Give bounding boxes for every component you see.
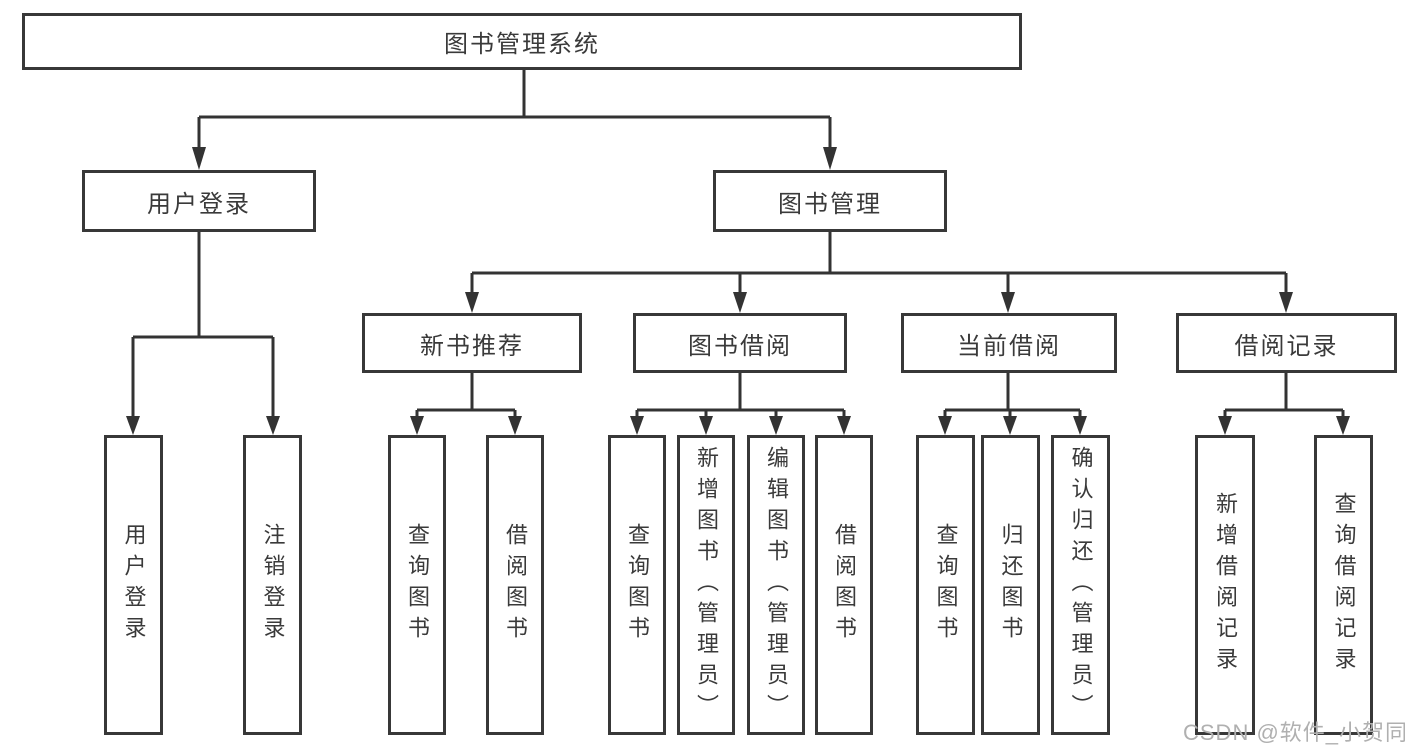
leaf-logout-label: 注销登录	[260, 523, 286, 647]
leaf-add-borrow-record: 新增借阅记录	[1195, 435, 1255, 735]
leaf-user-login-label: 用户登录	[121, 523, 147, 647]
leaf-edit-books-admin: 编辑图书（管理员）	[747, 435, 805, 735]
leaf-add-borrow-record-label: 新增借阅记录	[1213, 492, 1238, 678]
leaf-borrow-books-borrowing: 借阅图书	[815, 435, 873, 735]
node-new-book-recommend-label: 新书推荐	[420, 332, 524, 360]
leaf-return-books-label: 归还图书	[998, 523, 1024, 647]
leaf-confirm-return-admin-label: 确认归还（管理员）	[1068, 445, 1094, 725]
leaf-query-books-borrowing: 查询图书	[608, 435, 666, 735]
leaf-query-books-current: 查询图书	[916, 435, 975, 735]
node-current-borrowing-label: 当前借阅	[957, 332, 1061, 360]
node-borrowing-records: 借阅记录	[1176, 313, 1397, 373]
node-book-management-label: 图书管理	[778, 190, 882, 218]
leaf-borrow-books-recommend-label: 借阅图书	[503, 523, 528, 647]
leaf-user-login: 用户登录	[104, 435, 163, 735]
node-root: 图书管理系统	[22, 13, 1022, 70]
leaf-query-borrow-record: 查询借阅记录	[1314, 435, 1373, 735]
leaf-logout: 注销登录	[243, 435, 302, 735]
node-borrowing-records-label: 借阅记录	[1234, 332, 1339, 360]
leaf-add-books-admin-label: 新增图书（管理员）	[694, 445, 719, 725]
node-book-borrowing: 图书借阅	[633, 313, 847, 373]
leaf-borrow-books-recommend: 借阅图书	[486, 435, 544, 735]
node-current-borrowing: 当前借阅	[901, 313, 1117, 373]
node-user-login: 用户登录	[82, 170, 316, 232]
leaf-query-books-recommend: 查询图书	[388, 435, 446, 735]
leaf-add-books-admin: 新增图书（管理员）	[677, 435, 735, 735]
node-new-book-recommend: 新书推荐	[362, 313, 582, 373]
leaf-query-books-current-label: 查询图书	[933, 523, 959, 647]
node-book-borrowing-label: 图书借阅	[688, 332, 792, 360]
leaf-query-books-borrowing-label: 查询图书	[625, 523, 650, 647]
leaf-return-books: 归还图书	[981, 435, 1040, 735]
node-root-label: 图书管理系统	[444, 31, 600, 58]
leaf-borrow-books-borrowing-label: 借阅图书	[832, 523, 857, 647]
node-book-management: 图书管理	[713, 170, 947, 232]
leaf-query-borrow-record-label: 查询借阅记录	[1331, 492, 1357, 678]
watermark: CSDN @软件_小贺同学	[1183, 720, 1405, 745]
leaf-edit-books-admin-label: 编辑图书（管理员）	[764, 445, 789, 725]
node-user-login-label: 用户登录	[147, 190, 251, 218]
leaf-confirm-return-admin: 确认归还（管理员）	[1051, 435, 1110, 735]
arrowheads	[126, 147, 1350, 435]
leaf-query-books-recommend-label: 查询图书	[405, 523, 430, 647]
